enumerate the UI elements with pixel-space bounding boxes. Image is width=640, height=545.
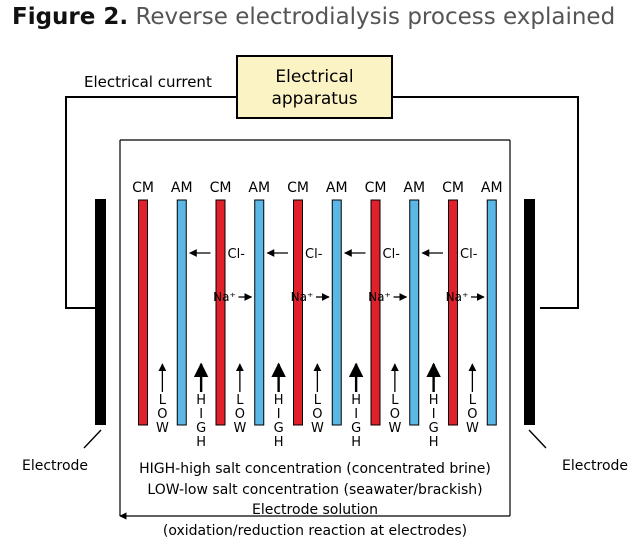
membrane-label-3: CM — [210, 180, 232, 196]
membrane-am-6 — [331, 199, 342, 426]
na-ion-label: Na⁺ — [368, 290, 391, 304]
channel-letter: L — [159, 393, 167, 408]
electrode-left — [95, 199, 106, 425]
electrode-solution-label: Electrode solution — [252, 502, 378, 518]
membrane-label-9: CM — [442, 180, 464, 196]
membrane-label-6: AM — [326, 180, 348, 196]
membrane-am-8 — [409, 199, 420, 426]
channel-letter: O — [157, 407, 167, 422]
circuit-wire — [65, 96, 579, 309]
electrode-left-pointer — [83, 429, 102, 449]
channel-letter: H — [196, 435, 206, 450]
channel-letter: G — [196, 421, 206, 436]
channel-letter: W — [233, 421, 246, 436]
electrode-right-label: Electrode — [562, 458, 628, 474]
channel-letter: O — [312, 407, 322, 422]
channel-letter: O — [235, 407, 245, 422]
electrode-solution-loop — [119, 139, 511, 520]
figure-number: Figure 2. — [12, 4, 129, 30]
membrane-cm-5 — [293, 199, 303, 426]
electrode-right-pointer — [528, 429, 547, 449]
channel-letter: H — [274, 435, 284, 450]
membrane-cm-3 — [215, 199, 226, 426]
channel-letter: O — [390, 407, 400, 422]
membrane-cm-9 — [448, 199, 458, 426]
electrode-right — [524, 199, 535, 425]
channel-letter: O — [467, 407, 477, 422]
na-ion-label: Na⁺ — [446, 290, 469, 304]
channel-letter: I — [199, 407, 203, 422]
apparatus-label-line2: apparatus — [271, 89, 357, 109]
channel-letter: H — [429, 393, 439, 408]
membrane-am-10 — [486, 199, 497, 426]
channel-letter: W — [156, 421, 169, 436]
cl-ion-label: Cl- — [305, 247, 323, 262]
channel-letter: G — [351, 421, 361, 436]
channel-letter: G — [429, 421, 439, 436]
channel-letter: I — [277, 407, 281, 422]
membrane-label-2: AM — [171, 180, 193, 196]
membrane-label-7: CM — [365, 180, 387, 196]
membrane-cm-7 — [370, 199, 381, 426]
figure-caption: Reverse electrodialysis process explaine… — [135, 4, 616, 30]
membrane-label-8: AM — [403, 180, 425, 196]
channel-letter: H — [274, 393, 284, 408]
channel-letter: L — [236, 393, 244, 408]
channel-letter: I — [432, 407, 436, 422]
channel-letter: H — [196, 393, 206, 408]
cl-ion-label: Cl- — [460, 247, 478, 262]
na-ion-label: Na⁺ — [291, 290, 314, 304]
membrane-label-1: CM — [132, 180, 154, 196]
channel-letter: L — [391, 393, 399, 408]
apparatus-label-line1: Electrical — [275, 67, 353, 87]
channel-letter: I — [354, 407, 358, 422]
legend-low: LOW-low salt concentration (seawater/bra… — [147, 482, 482, 498]
channel-letter: L — [469, 393, 477, 408]
membrane-label-4: AM — [248, 180, 270, 196]
channel-letter: H — [429, 435, 439, 450]
channel-letter: W — [311, 421, 324, 436]
membrane-label-5: CM — [287, 180, 309, 196]
channel-letter: L — [314, 393, 322, 408]
electrode-left-label: Electrode — [22, 458, 88, 474]
cl-ion-label: Cl- — [383, 247, 401, 262]
channel-letter: W — [388, 421, 401, 436]
channel-letter: W — [466, 421, 479, 436]
membrane-am-2 — [176, 199, 187, 426]
electrical-current-label: Electrical current — [84, 73, 212, 91]
membrane-am-4 — [254, 199, 265, 426]
membrane-label-10: AM — [481, 180, 503, 196]
reaction-label: (oxidation/reduction reaction at electro… — [163, 523, 467, 539]
cl-ion-label: Cl- — [228, 247, 246, 262]
electrical-apparatus-box — [236, 55, 393, 119]
membrane-cm-1 — [138, 199, 148, 426]
figure-title: Figure 2. Reverse electrodialysis proces… — [12, 4, 615, 30]
channel-letter: H — [351, 435, 361, 450]
legend-high: HIGH-high salt concentration (concentrat… — [139, 461, 491, 477]
channel-letter: H — [351, 393, 361, 408]
na-ion-label: Na⁺ — [213, 290, 236, 304]
channel-letter: G — [274, 421, 284, 436]
